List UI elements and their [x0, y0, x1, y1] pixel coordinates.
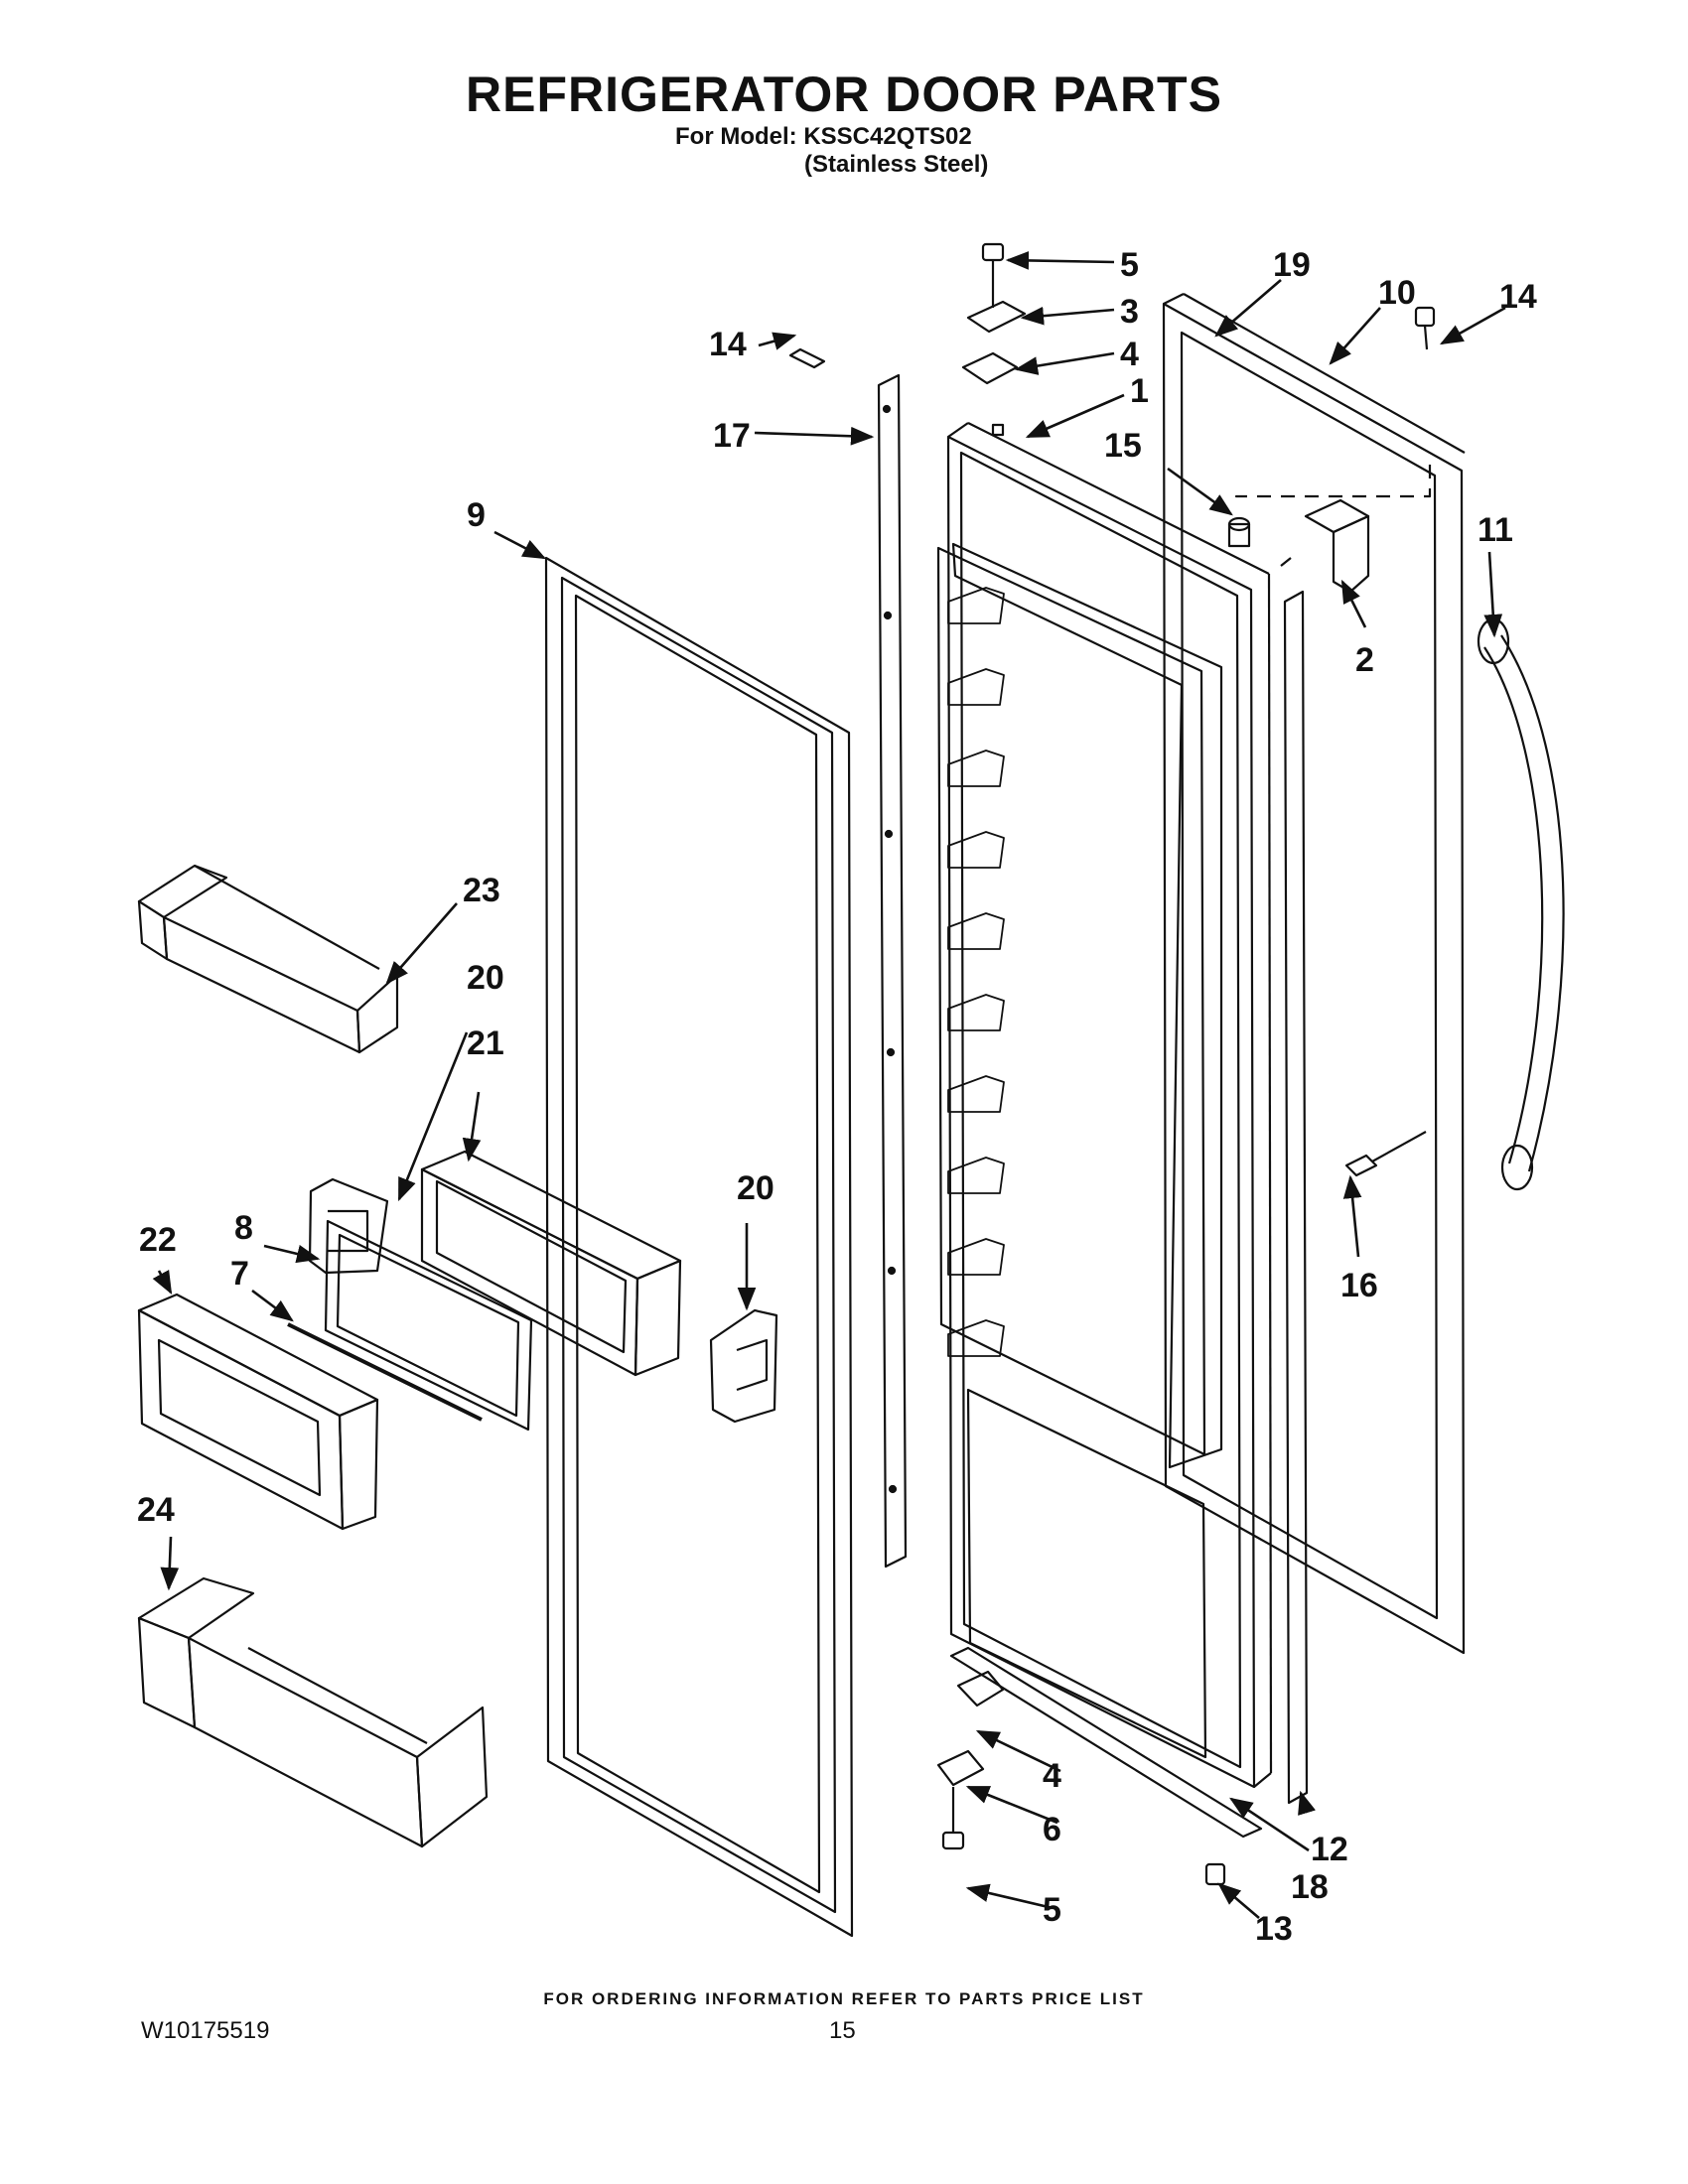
callout-21: 21 [467, 1024, 504, 1062]
door-bin-24 [137, 1576, 489, 1848]
callout-14-right: 14 [1499, 278, 1537, 316]
callout-4-top: 4 [1120, 336, 1139, 373]
callout-7: 7 [230, 1255, 249, 1293]
bin-frame-8 [324, 1219, 533, 1432]
screw-14-left [788, 347, 826, 369]
ordering-note: FOR ORDERING INFORMATION REFER TO PARTS … [543, 1989, 1145, 2008]
gasket-strip-7 [287, 1322, 483, 1422]
door-panel-10 [1162, 293, 1466, 1655]
callout-11: 11 [1477, 511, 1513, 549]
door-handle-11 [1477, 617, 1565, 1191]
bin-door-22 [137, 1293, 379, 1531]
document-number: W10175519 [141, 2017, 270, 2044]
callout-4-bottom: 4 [1043, 1757, 1061, 1795]
hinge-bracket-2 [1304, 498, 1370, 594]
door-gasket-9 [544, 556, 854, 1938]
callout-12: 12 [1311, 1831, 1348, 1868]
screw-16 [1344, 1131, 1427, 1177]
bin-housing-21 [420, 1150, 682, 1377]
callout-1: 1 [1130, 372, 1149, 410]
callout-2: 2 [1355, 641, 1374, 679]
callout-6: 6 [1043, 1811, 1061, 1848]
callout-23: 23 [463, 872, 500, 909]
assembly-dashed-line [1234, 457, 1432, 567]
callout-13: 13 [1255, 1910, 1293, 1948]
bin-support-20-left [308, 1177, 389, 1275]
liner-shelf-rails [947, 587, 1005, 1357]
callout-17: 17 [713, 417, 751, 455]
callout-14-left: 14 [709, 326, 747, 363]
trim-strip-12 [1283, 590, 1309, 1805]
door-liner-1 [936, 422, 1273, 1789]
door-bin-23 [137, 864, 399, 1054]
bin-support-20-right [709, 1308, 778, 1424]
callout-22: 22 [139, 1221, 177, 1259]
callout-18: 18 [1291, 1868, 1329, 1906]
callout-3: 3 [1120, 293, 1139, 331]
callout-15: 15 [1104, 427, 1142, 465]
retainer-strip-17 [877, 373, 908, 1569]
model-number: For Model: KSSC42QTS02 [675, 123, 972, 150]
model-finish: (Stainless Steel) [804, 151, 989, 178]
bushing-15 [1227, 516, 1251, 548]
callout-20-right: 20 [737, 1169, 774, 1207]
page-number: 15 [829, 2017, 856, 2044]
callout-20-left: 20 [467, 959, 504, 997]
top-hinge-assembly [961, 242, 1027, 437]
leader-arrows [152, 251, 1506, 1919]
bottom-hinge-assembly [936, 1646, 1263, 1886]
screw-14-right [1414, 306, 1436, 350]
page-title: REFRIGERATOR DOOR PARTS [466, 67, 1222, 122]
callout-5-top: 5 [1120, 246, 1139, 284]
callout-5-bottom: 5 [1043, 1891, 1061, 1929]
callout-10: 10 [1378, 274, 1416, 312]
callout-16: 16 [1340, 1267, 1378, 1304]
callout-24: 24 [137, 1491, 175, 1529]
callout-8: 8 [234, 1209, 253, 1247]
callout-9: 9 [467, 496, 486, 534]
callout-19: 19 [1273, 246, 1311, 284]
